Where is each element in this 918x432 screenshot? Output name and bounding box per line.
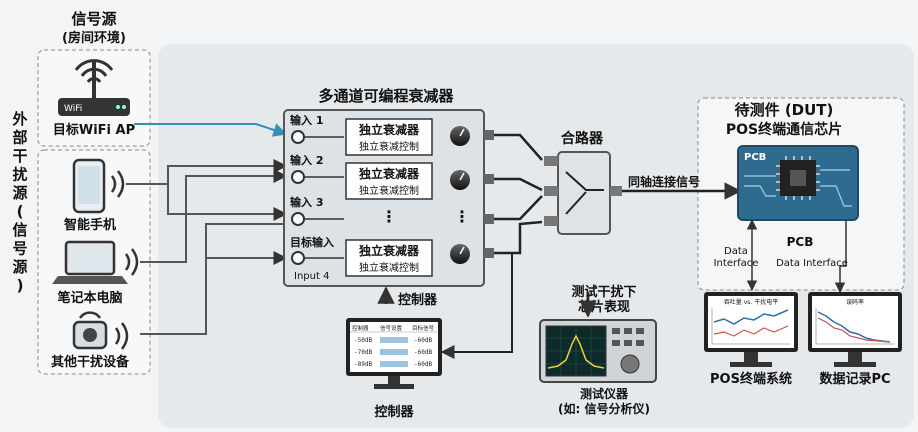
- pcb-traces: [744, 169, 852, 207]
- logging-pc-monitor: 误码率: [808, 292, 902, 367]
- other-to-input4-line: [140, 251, 288, 335]
- dut-subtitle: POS终端通信芯片: [726, 121, 842, 138]
- controller-arrow-label: 控制器: [398, 292, 438, 308]
- controller-row-1-a: -70dB: [354, 349, 372, 356]
- channel-2-title: 独立衰减器: [358, 166, 420, 181]
- controller-row-0-a: -50dB: [354, 337, 372, 344]
- channel-2-sub: 独立衰减控制: [359, 184, 419, 197]
- controller-monitor: 控制器 信号设置 目标信号 -50dB -60dB -70dB -60dB -8…: [346, 318, 442, 389]
- signal-analyzer-icon: [539, 319, 657, 383]
- attenuator-channel-3: 输入 3 ⋮ ⋮: [290, 195, 470, 226]
- controller-header-2: 目标信号: [412, 324, 435, 332]
- coax-link-label: 同轴连接信号: [628, 174, 700, 189]
- other-device-icon: [72, 311, 129, 350]
- input-2-label: 输入 2: [290, 153, 323, 167]
- controller-row-2-b: -60dB: [414, 361, 432, 368]
- pc-screen-title: 误码率: [846, 298, 864, 306]
- controller-row-1-bar[interactable]: [380, 349, 408, 355]
- controller-caption: 控制器: [374, 404, 414, 420]
- instrument-title: 测试干扰下芯片表现: [571, 284, 636, 315]
- channel-4-title: 独立衰减器: [358, 243, 420, 258]
- controller-row-2-a: -89dB: [354, 361, 372, 368]
- laptop-icon: [52, 240, 139, 284]
- phone-to-input3-line: [167, 184, 288, 221]
- attenuator-to-controller-link: [440, 252, 513, 359]
- other-device-label: 其他干扰设备: [51, 354, 130, 370]
- combiner-path-bottom: [565, 191, 587, 215]
- controller-row-0-b: -60dB: [414, 337, 432, 344]
- source-subtitle: (房间环境): [62, 30, 126, 46]
- attenuator-output-connectors: [484, 130, 494, 258]
- pcb-caption: PCB: [787, 235, 814, 249]
- pos-monitor: 吞吐量 vs. 干扰电平: [704, 292, 798, 367]
- wifi-router-icon: WiFi: [58, 59, 130, 116]
- channel-1-title: 独立衰减器: [358, 122, 420, 137]
- combiner-title: 合路器: [561, 130, 604, 147]
- combiner-connectors: [544, 156, 622, 226]
- controller-row-0-bar[interactable]: [380, 337, 408, 343]
- interference-vertical-title: 外部干扰源(信号源): [11, 110, 27, 295]
- pos-screen-title: 吞吐量 vs. 干扰电平: [724, 298, 778, 306]
- input-1-label: 输入 1: [290, 113, 323, 127]
- pcb-board-label: PCB: [744, 152, 766, 163]
- data-interface-right-line: [834, 220, 847, 294]
- out1-to-combiner: [494, 133, 543, 161]
- controller-row-2-bar[interactable]: [380, 361, 408, 367]
- out2-to-combiner: [494, 177, 543, 192]
- smartphone-icon: [72, 158, 125, 214]
- other-to-input3-line: [205, 223, 286, 258]
- target-input-label: 目标输入: [290, 235, 334, 249]
- channel-ellipsis: ⋮: [381, 207, 397, 226]
- pos-caption: POS终端系统: [710, 371, 792, 387]
- controller-header-0: 控制器: [352, 324, 369, 332]
- channel-4-sub: 独立衰减控制: [359, 261, 419, 274]
- attenuator-channel-2: 输入 2 独立衰减器 独立衰减控制: [290, 153, 470, 200]
- pc-caption: 数据记录PC: [819, 371, 890, 387]
- wifi-label: 目标WiFi AP: [53, 122, 135, 138]
- attenuator-title: 多通道可编程衰减器: [318, 87, 454, 105]
- attenuator-channel-1: 输入 1 独立衰减器 独立衰减控制: [290, 113, 470, 156]
- channel-1-sub: 独立衰减控制: [359, 140, 419, 153]
- target-input-en: Input 4: [294, 271, 329, 282]
- out3-to-combiner: [494, 195, 543, 221]
- input-3-label: 输入 3: [290, 195, 323, 209]
- instrument-caption: 测试仪器(如: 信号分析仪): [558, 386, 650, 416]
- data-interface-right-label: Data Interface: [776, 258, 848, 269]
- dut-title: 待测件 (DUT): [735, 101, 834, 119]
- phone-to-input2-line: [126, 159, 288, 185]
- wifi-link-line: [134, 123, 288, 137]
- source-title: 信号源: [71, 10, 116, 28]
- controller-row-1-b: -60dB: [414, 349, 432, 356]
- attenuator-channel-4: 目标输入 Input 4 独立衰减器 独立衰减控制: [290, 235, 470, 282]
- laptop-label: 笔记本电脑: [57, 290, 122, 306]
- laptop-to-input2-line: [140, 169, 288, 263]
- wifi-screen-label: WiFi: [64, 104, 82, 114]
- chip-icon: [776, 156, 820, 200]
- phone-label: 智能手机: [64, 217, 116, 233]
- controller-header-1: 信号设置: [380, 324, 403, 332]
- knob-ellipsis: ⋮: [454, 207, 470, 226]
- combiner-path-top: [565, 171, 604, 191]
